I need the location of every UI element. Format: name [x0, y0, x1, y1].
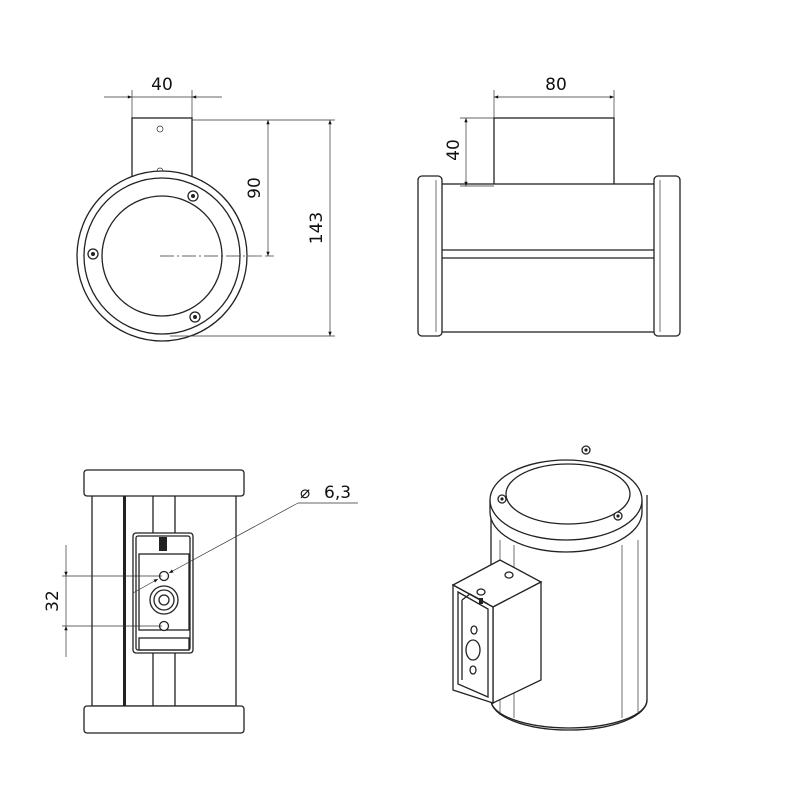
front-view: 40 90 143: [76, 75, 335, 342]
side-view: 80 40: [417, 75, 681, 337]
dim-bracket-depth-label: 40: [444, 139, 464, 161]
dim-hole-diameter-label: 6,3: [324, 483, 351, 503]
isometric-view: [451, 445, 648, 731]
dim-hole-spacing-label: 32: [43, 590, 63, 612]
dim-total-height-label: 143: [307, 212, 327, 244]
dim-width-label: 40: [151, 75, 173, 95]
dim-bracket-width-label: 80: [545, 75, 567, 95]
dim-hole-diameter-symbol: ⌀: [300, 483, 310, 503]
dim-center-height-label: 90: [245, 177, 265, 199]
back-view: 32 ⌀ 6,3: [43, 469, 358, 734]
